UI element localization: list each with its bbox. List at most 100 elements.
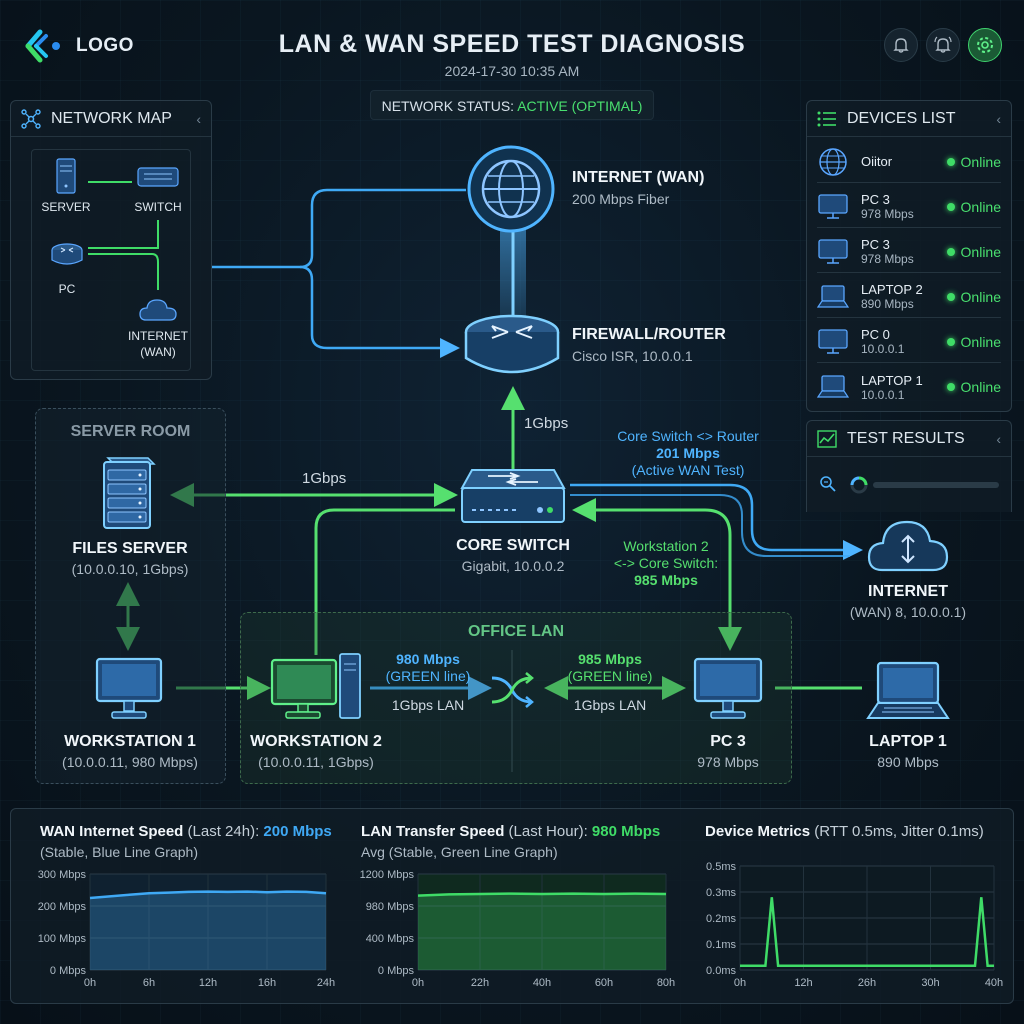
device-row[interactable]: Oiitor Online: [817, 141, 1001, 183]
device-name: LAPTOP 2: [861, 282, 923, 297]
chart-y-tick-label: 0.5ms: [706, 861, 736, 873]
map-pc-label: PC: [58, 282, 76, 296]
workstation2-icon[interactable]: [270, 652, 366, 724]
settings-button[interactable]: [968, 28, 1002, 62]
chart-x-tick-label: 26h: [858, 977, 876, 989]
device-name: PC 3: [861, 237, 890, 252]
device-name: Oiitor: [861, 154, 893, 169]
loading-ring-icon: [850, 476, 868, 494]
workstation1-sub: (10.0.0.11, 980 Mbps): [62, 754, 198, 770]
chart-x-tick-label: 24h: [317, 977, 335, 989]
wan-chart-title-value: 200 Mbps: [263, 823, 332, 840]
chart-y-tick-label: 400 Mbps: [366, 933, 415, 945]
laptop1-sub: 890 Mbps: [877, 754, 939, 770]
devices-list-title: DEVICES LIST: [847, 109, 956, 127]
network-map-header[interactable]: NETWORK MAP ‹: [11, 101, 211, 137]
wan-test-line1: Core Switch <> Router: [617, 428, 759, 444]
chart-y-tick-label: 1200 Mbps: [360, 869, 415, 881]
device-status: Online: [946, 198, 1001, 215]
device-sub: 978 Mbps: [861, 252, 914, 266]
core-switch-icon[interactable]: [458, 466, 568, 528]
network-map-panel: NETWORK MAP ‹ SERVER SWITCH PC IN: [10, 100, 212, 380]
chart-x-tick-label: 6h: [143, 977, 155, 989]
link-server-label: 1Gbps: [302, 470, 347, 487]
page-datetime: 2024-17-30 10:35 AM: [444, 63, 580, 79]
internet-globe-icon[interactable]: [466, 144, 556, 234]
internet-sub: 200 Mbps Fiber: [572, 191, 670, 207]
chart-x-tick-label: 60h: [595, 977, 613, 989]
chart-x-tick-label: 12h: [199, 977, 217, 989]
pc3-label: PC 3: [710, 733, 746, 750]
chart-area: [90, 891, 326, 970]
device-sub: 10.0.0.1: [861, 342, 905, 356]
test-results-panel: TEST RESULTS ‹: [806, 420, 1012, 512]
router-icon[interactable]: [462, 312, 562, 382]
laptop-icon: [816, 284, 850, 308]
router-sub: Cisco ISR, 10.0.0.1: [572, 348, 693, 364]
devices-list-header[interactable]: DEVICES LIST ‹: [807, 101, 1011, 137]
internet-cloud-icon[interactable]: [866, 516, 950, 576]
files-server-label: FILES SERVER: [72, 540, 188, 557]
core-switch-sub: Gigabit, 10.0.0.2: [461, 558, 565, 574]
metrics-chart-title-muted: (RTT 0.5ms, Jitter 0.1ms): [814, 823, 984, 840]
workstation2-label: WORKSTATION 2: [250, 733, 382, 750]
device-status: Online: [946, 244, 1001, 260]
cloud-icon: [139, 299, 177, 321]
laptop1-icon[interactable]: [866, 660, 950, 722]
files-server-sub: (10.0.0.10, 1Gbps): [71, 561, 189, 577]
device-sub: 978 Mbps: [861, 207, 914, 221]
page-title: LAN & WAN SPEED TEST DIAGNOSIS: [278, 30, 746, 58]
chart-y-tick-label: 200 Mbps: [38, 901, 87, 913]
wan-chart-title: WAN Internet Speed (Last 24h): 200 Mbps: [40, 823, 332, 840]
device-status-text: Online: [960, 198, 1001, 215]
map-internet-sub: (WAN): [140, 345, 176, 359]
wan-test-value: 201 Mbps: [656, 445, 720, 461]
chart-x-tick-label: 80h: [657, 977, 675, 989]
collapse-icon[interactable]: ‹: [196, 110, 201, 127]
globe-icon: [819, 147, 847, 176]
crossover-switch-icon: [491, 672, 534, 708]
chart-y-tick-label: 100 Mbps: [38, 933, 87, 945]
files-server-icon[interactable]: [100, 452, 158, 532]
server-room-region: SERVER ROOM: [35, 408, 226, 784]
chart-y-tick-label: 0.3ms: [706, 887, 736, 899]
map-internet-text: INTERNET: [128, 329, 188, 343]
lan-chart-title-muted: (Last Hour):: [508, 823, 588, 840]
collapse-icon[interactable]: ‹: [996, 430, 1001, 447]
bell-alert-icon: [934, 36, 952, 53]
workstation2-sub: (10.0.0.11, 1Gbps): [258, 754, 374, 770]
network-map-lines: [88, 181, 159, 290]
pc3-icon[interactable]: [692, 656, 764, 722]
zoom-icon[interactable]: [819, 475, 837, 493]
collapse-icon[interactable]: ‹: [996, 110, 1001, 127]
chart-series-line: [740, 897, 994, 968]
chart-x-tick-label: 0h: [734, 977, 746, 989]
chart-x-tick-label: 40h: [985, 977, 1003, 989]
device-name: PC 0: [861, 327, 890, 342]
device-status: Online: [946, 379, 1001, 395]
map-switch-label: SWITCH: [134, 200, 182, 214]
network-icon: [21, 108, 41, 129]
chart-x-tick-label: 12h: [794, 977, 812, 989]
device-status: Online: [946, 334, 1001, 350]
header-actions: [884, 28, 1002, 62]
monitor-icon: [818, 193, 848, 219]
status-dot: [946, 247, 955, 256]
network-status-value: ACTIVE (OPTIMAL): [517, 98, 643, 114]
chart-x-tick-label: 30h: [921, 977, 939, 989]
workstation1-icon[interactable]: [94, 656, 164, 722]
test-results-header[interactable]: TEST RESULTS ‹: [807, 421, 1011, 457]
office-lan-title: OFFICE LAN: [468, 623, 564, 640]
core-switch-label: CORE SWITCH: [456, 537, 570, 554]
network-map-title: NETWORK MAP: [51, 109, 172, 127]
chart-y-tick-label: 0.2ms: [706, 913, 736, 925]
alerts-button[interactable]: [926, 28, 960, 62]
notifications-button[interactable]: [884, 28, 918, 62]
